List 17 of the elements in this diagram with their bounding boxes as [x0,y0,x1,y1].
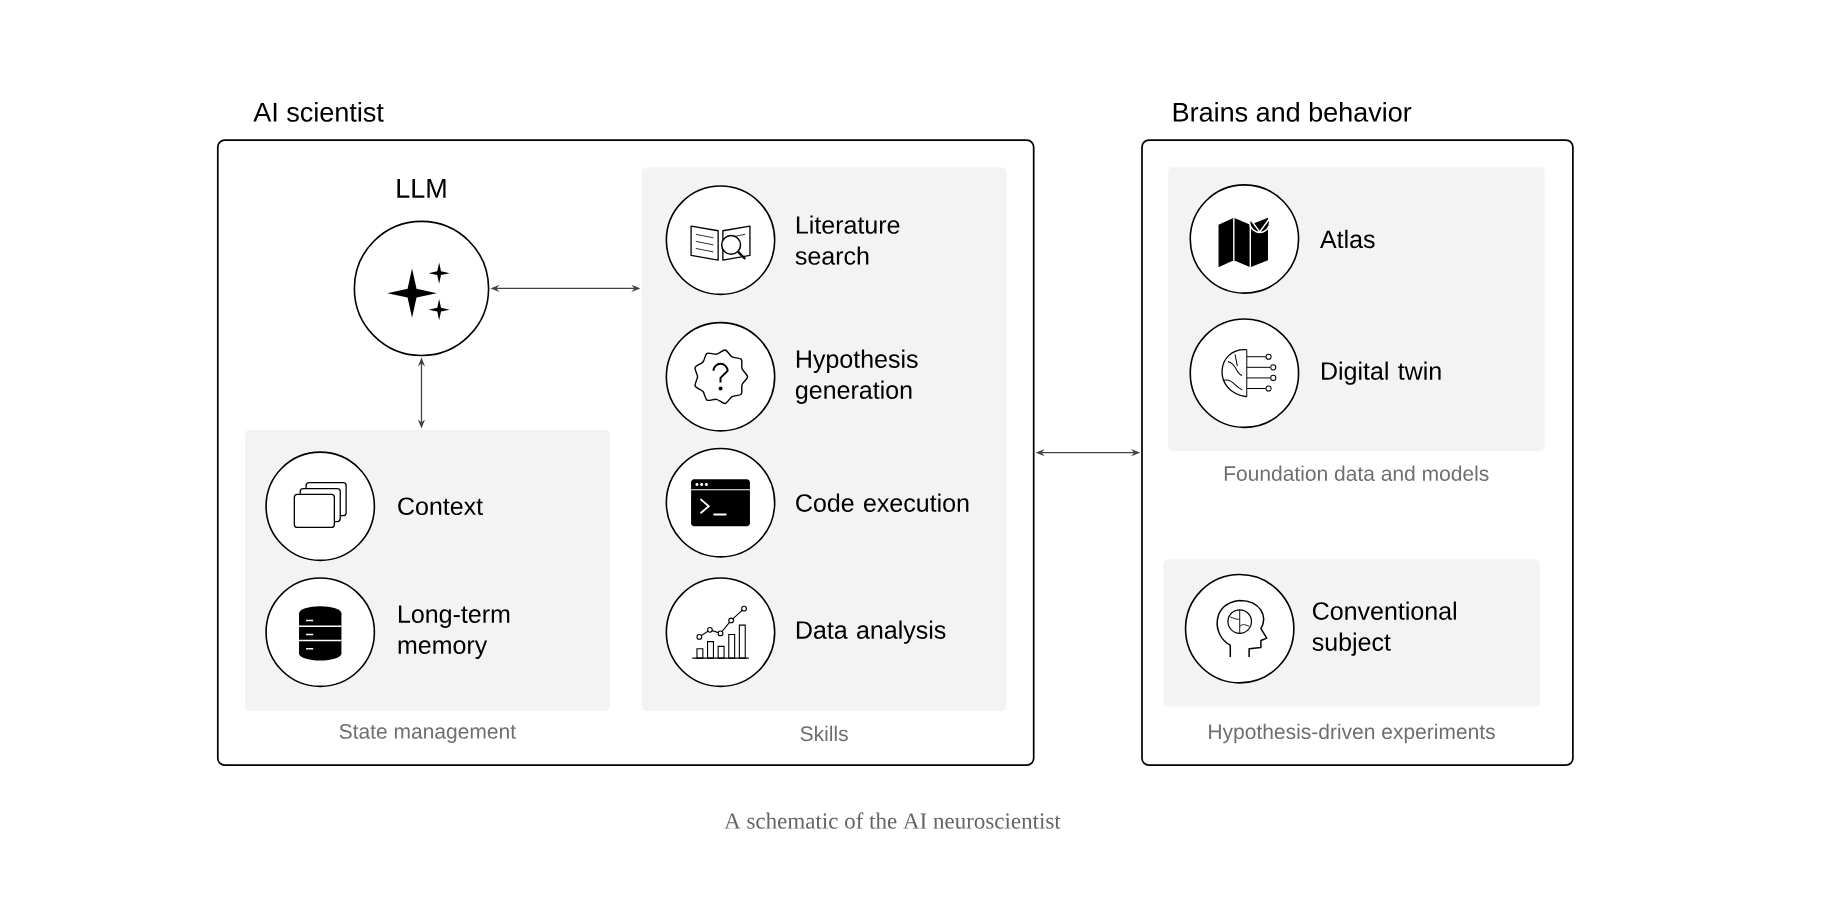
node-label: State management [339,724,516,744]
node-label: Skills [800,725,848,742]
item-label: Digital twin [1322,361,1441,386]
item-label: Literature search [795,215,900,266]
item-label: Conventional subject [1312,601,1456,657]
item-label: Data analysis [796,620,946,645]
item-label: Hypothesis generation [795,349,918,405]
node-label: Brains and behavior [1173,102,1412,122]
item-label: Long-term memory [398,605,510,660]
node-label: Hypothesis-driven experiments [1209,723,1495,744]
item-label: Code execution [796,493,969,513]
item-label: Context [398,497,483,516]
item-label: Atlas [1320,230,1375,249]
node-label: LLM [397,179,446,198]
node-label: Foundation data and models [1224,465,1489,482]
caption: A schematic of the AI neuroscientist [724,812,1061,829]
node-label: AI scientist [253,102,384,122]
